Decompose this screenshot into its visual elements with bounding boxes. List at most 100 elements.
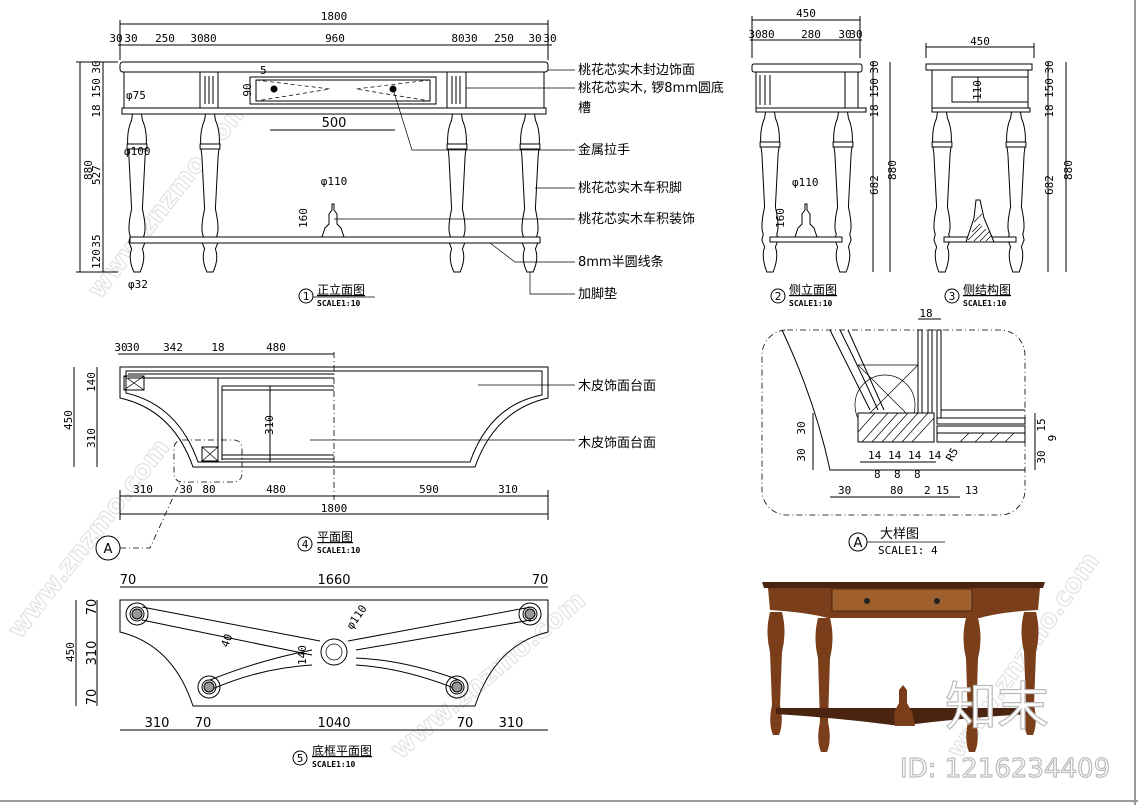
dim-label: 310: [498, 483, 518, 496]
stretcher: [129, 236, 541, 244]
dim-label: 480: [266, 341, 286, 354]
callout-label: 桃花芯实木车积装饰: [578, 211, 695, 227]
dim-label: 1660: [317, 573, 350, 588]
turned-leg: [833, 111, 853, 273]
view-number: 1: [303, 290, 310, 303]
turned-leg: [760, 111, 780, 273]
dim-label: 150: [1043, 78, 1056, 98]
dim-label: R5: [943, 446, 961, 464]
dim-label: 527: [90, 165, 103, 185]
dim-label: 30: [795, 421, 808, 434]
dim-label: 30: [124, 32, 137, 45]
dim-label: 140: [85, 372, 98, 392]
label-hub-gap: 140: [296, 645, 309, 665]
dim-label: 280: [801, 28, 821, 41]
label-bar-width: 40: [219, 632, 236, 649]
dim-width: 450: [970, 35, 990, 48]
dim-label: 1040: [317, 716, 350, 731]
dim-label: 30: [109, 32, 122, 45]
dim-label: 14: [868, 449, 882, 462]
view-scale: SCALE1:10: [963, 299, 1007, 308]
callout-veneer-top: 木皮饰面台面: [578, 379, 656, 394]
dim-label: 310: [263, 415, 276, 435]
view-title: 大样图: [880, 527, 919, 542]
dim-label: 13: [965, 484, 978, 497]
dim-label: 30: [543, 32, 556, 45]
dim-label: 9: [1046, 435, 1059, 442]
callout-label: 桃花芯实木封边饰面: [578, 62, 695, 78]
dim-label: 310: [145, 716, 170, 731]
photo-drawer: [831, 588, 973, 612]
front-legs: [126, 113, 541, 273]
turned-leg: [932, 111, 952, 273]
leg-section-icon: [203, 681, 215, 693]
dim-label: 30: [1043, 60, 1056, 73]
front-dim-lines: [76, 20, 552, 273]
callout-label: 金属拉手: [578, 142, 630, 158]
photo-leg: [963, 618, 981, 752]
dim-label: 150: [868, 78, 881, 98]
label-finial-dia: φ110: [321, 175, 348, 188]
dim-overall-height: 880: [82, 160, 95, 180]
dim-label: 14: [888, 449, 902, 462]
view-title: 侧立面图: [789, 282, 837, 297]
label-finial-height: 160: [297, 208, 310, 228]
dim-label: 80: [890, 484, 903, 497]
label-foot: φ32: [128, 278, 148, 291]
dim-label: 70: [120, 573, 137, 588]
photo-leg: [767, 612, 785, 735]
dim-overall-width: 1800: [321, 502, 348, 515]
front-callout-leaders: [334, 69, 575, 295]
dim-overall-width: 1800: [321, 10, 348, 23]
label-handle-spacing: 500: [322, 116, 347, 131]
callout-veneer-top: 木皮饰面台面: [578, 436, 656, 451]
dim-label: 310: [85, 641, 100, 666]
callout-label: 8mm半圆线条: [578, 254, 664, 270]
dim-label: 590: [419, 483, 439, 496]
dim-label: 70: [532, 573, 549, 588]
dim-label: 35: [90, 234, 103, 247]
dim-label: 70: [85, 689, 100, 706]
dim-label: 8: [894, 468, 901, 481]
label-finial-dia: φ110: [792, 176, 819, 189]
watermark-site: www.znzmo.com: [82, 93, 256, 304]
photo-finial: [894, 685, 915, 726]
dim-label: 70: [85, 599, 100, 616]
dim-label: 30: [838, 28, 851, 41]
label-drawer-height: 90: [241, 83, 254, 96]
callout-label: 加脚垫: [578, 286, 617, 302]
label-drawer-gap: 5: [260, 64, 267, 77]
dim-label: 250: [494, 32, 514, 45]
dim-label: 70: [195, 716, 212, 731]
dim-label: 18: [919, 307, 932, 320]
turned-leg: [1006, 111, 1026, 273]
detail-ref-marker[interactable]: A: [104, 542, 113, 557]
view-scale: SCALE1:10: [312, 760, 356, 769]
dim-label: 8: [874, 468, 881, 481]
watermark-id: ID: 1216234409: [900, 754, 1110, 784]
view-number: 2: [775, 290, 782, 303]
view-number: 3: [949, 290, 956, 303]
dim-label: 30: [838, 484, 851, 497]
dim-label: 30: [90, 60, 103, 73]
dim-label: 30: [528, 32, 541, 45]
dim-label: 120: [90, 249, 103, 269]
dim-overall-height: 880: [1062, 160, 1075, 180]
dim-label: 30: [179, 483, 192, 496]
label-drawer-height: 110: [971, 80, 984, 100]
dim-width: 450: [796, 7, 816, 20]
dim-label: 250: [155, 32, 175, 45]
dim-label: 682: [868, 175, 881, 195]
dim-label: 14: [928, 449, 942, 462]
view-number: 5: [297, 752, 304, 765]
label-leg-top-dia: φ75: [126, 89, 146, 102]
drawer-handle-icon: [270, 85, 278, 93]
dim-label: 30: [114, 341, 127, 354]
